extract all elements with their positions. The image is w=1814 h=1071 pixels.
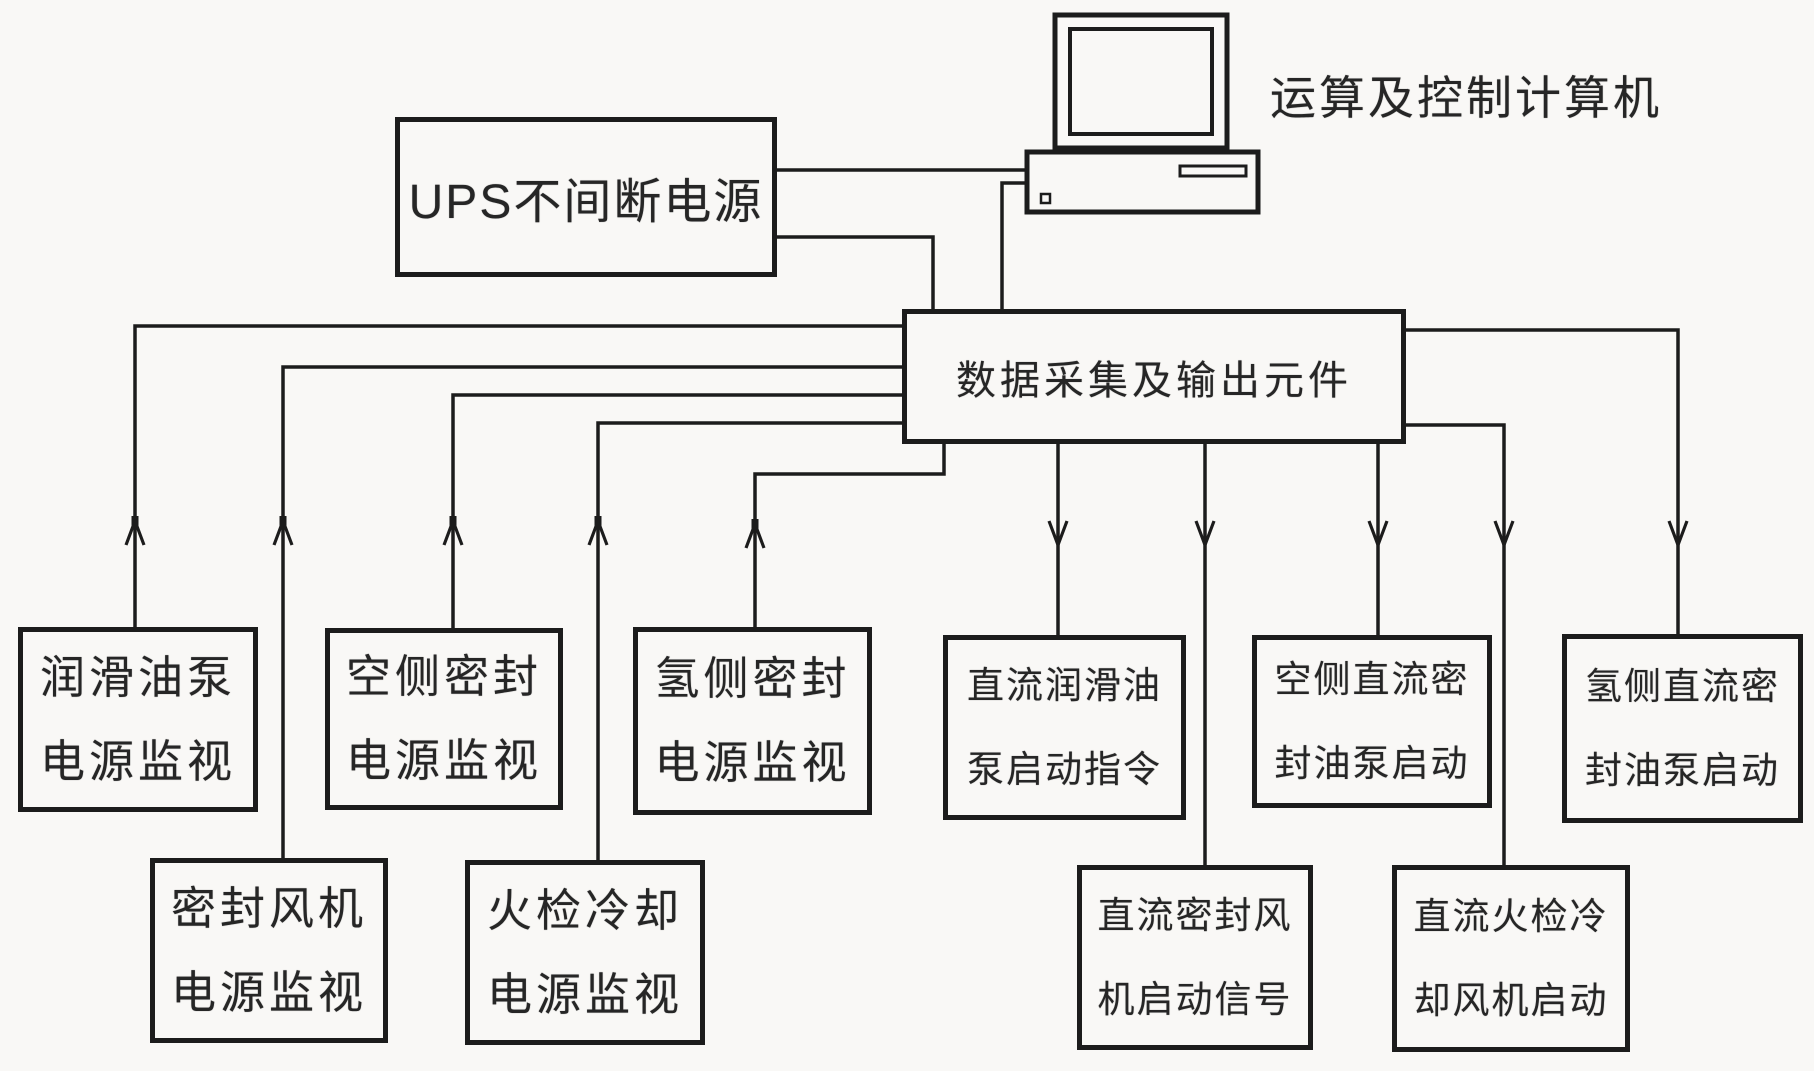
wire-ups-to-hub: [775, 235, 935, 309]
node-label-line2: 电源监视: [345, 735, 542, 786]
wire-hub-seal-fan-monitor: [281, 365, 902, 858]
wire-hub-hydrogen-seal-monitor: [753, 444, 946, 627]
wire-hub-lube-oil-monitor: [133, 324, 902, 627]
node-data-acquisition-hub: 数据采集及输出元件: [902, 309, 1406, 444]
node-label-line2: 电源监视: [486, 968, 683, 1020]
node-label-line2: 封油泵启动: [1585, 749, 1780, 791]
down-arrows: [1047, 520, 1689, 550]
node-label-line1: 氢侧直流密: [1585, 665, 1780, 707]
node-dc-seal-fan-start-signal: 直流密封风 机启动信号: [1077, 865, 1313, 1050]
node-hydrogen-side-dc-seal-oil-pump-start: 氢侧直流密 封油泵启动: [1562, 634, 1803, 823]
wire-hub-hydrogen-dc-seal-pump: [1406, 328, 1680, 634]
node-air-side-seal-power-monitor: 空侧密封 电源监视: [325, 628, 563, 810]
node-label-line2: 却风机启动: [1413, 979, 1609, 1021]
node-seal-fan-power-monitor: 密封风机 电源监视: [150, 858, 388, 1043]
node-label-line1: 空侧密封: [345, 651, 542, 702]
node-label: 数据采集及输出元件: [956, 358, 1352, 403]
wire-hub-air-seal-monitor: [451, 393, 902, 628]
desktop-computer-icon: [1024, 12, 1261, 215]
down-arrow-icon: [1194, 520, 1216, 550]
node-label-line2: 电源监视: [170, 966, 367, 1018]
node-label-line1: 直流火检冷: [1413, 895, 1609, 937]
node-dc-flame-detect-cooling-fan-start: 直流火检冷 却风机启动: [1392, 865, 1630, 1052]
node-label-line1: 润滑油泵: [39, 651, 236, 703]
node-lube-oil-pump-power-monitor: 润滑油泵 电源监视: [18, 627, 258, 812]
system-unit: [1024, 149, 1261, 215]
drive-slot: [1178, 164, 1248, 178]
node-label-line2: 泵启动指令: [967, 748, 1162, 790]
down-arrow-icon: [1493, 520, 1515, 550]
power-button: [1039, 192, 1052, 205]
node-label: UPS不间断电源: [408, 176, 764, 229]
up-arrows: [124, 516, 766, 549]
wire-computer-to-hub: [1000, 181, 1025, 309]
down-arrow-icon: [1667, 520, 1689, 550]
computer-label: 运算及控制计算机: [1270, 72, 1662, 124]
wire-hub-dc-flame-cooling-fan: [1406, 423, 1506, 865]
node-label-line2: 电源监视: [39, 735, 236, 787]
node-dc-lube-oil-pump-start-command: 直流润滑油 泵启动指令: [943, 635, 1186, 820]
node-ups-power: UPS不间断电源: [395, 117, 777, 277]
node-flame-detect-cooling-power-monitor: 火检冷却 电源监视: [465, 860, 705, 1045]
node-hydrogen-side-seal-power-monitor: 氢侧密封 电源监视: [633, 627, 872, 815]
node-label-line1: 火检冷却: [486, 884, 683, 936]
node-air-side-dc-seal-oil-pump-start: 空侧直流密 封油泵启动: [1252, 635, 1492, 808]
wire-hub-flame-cooling-monitor: [596, 421, 902, 860]
node-label-line2: 电源监视: [654, 737, 851, 788]
node-label-line1: 空侧直流密: [1274, 658, 1470, 700]
down-arrow-icon: [1047, 520, 1069, 550]
node-label-line1: 氢侧密封: [654, 653, 851, 704]
node-label-line1: 密封风机: [170, 882, 367, 934]
down-arrow-icon: [1367, 520, 1389, 550]
node-label-line1: 直流润滑油: [967, 664, 1162, 706]
node-label-line2: 封油泵启动: [1274, 742, 1470, 784]
wires: [133, 168, 1680, 865]
node-label-line2: 机启动信号: [1097, 978, 1293, 1020]
node-label-line1: 直流密封风: [1097, 894, 1293, 936]
monitor-screen: [1068, 27, 1214, 136]
